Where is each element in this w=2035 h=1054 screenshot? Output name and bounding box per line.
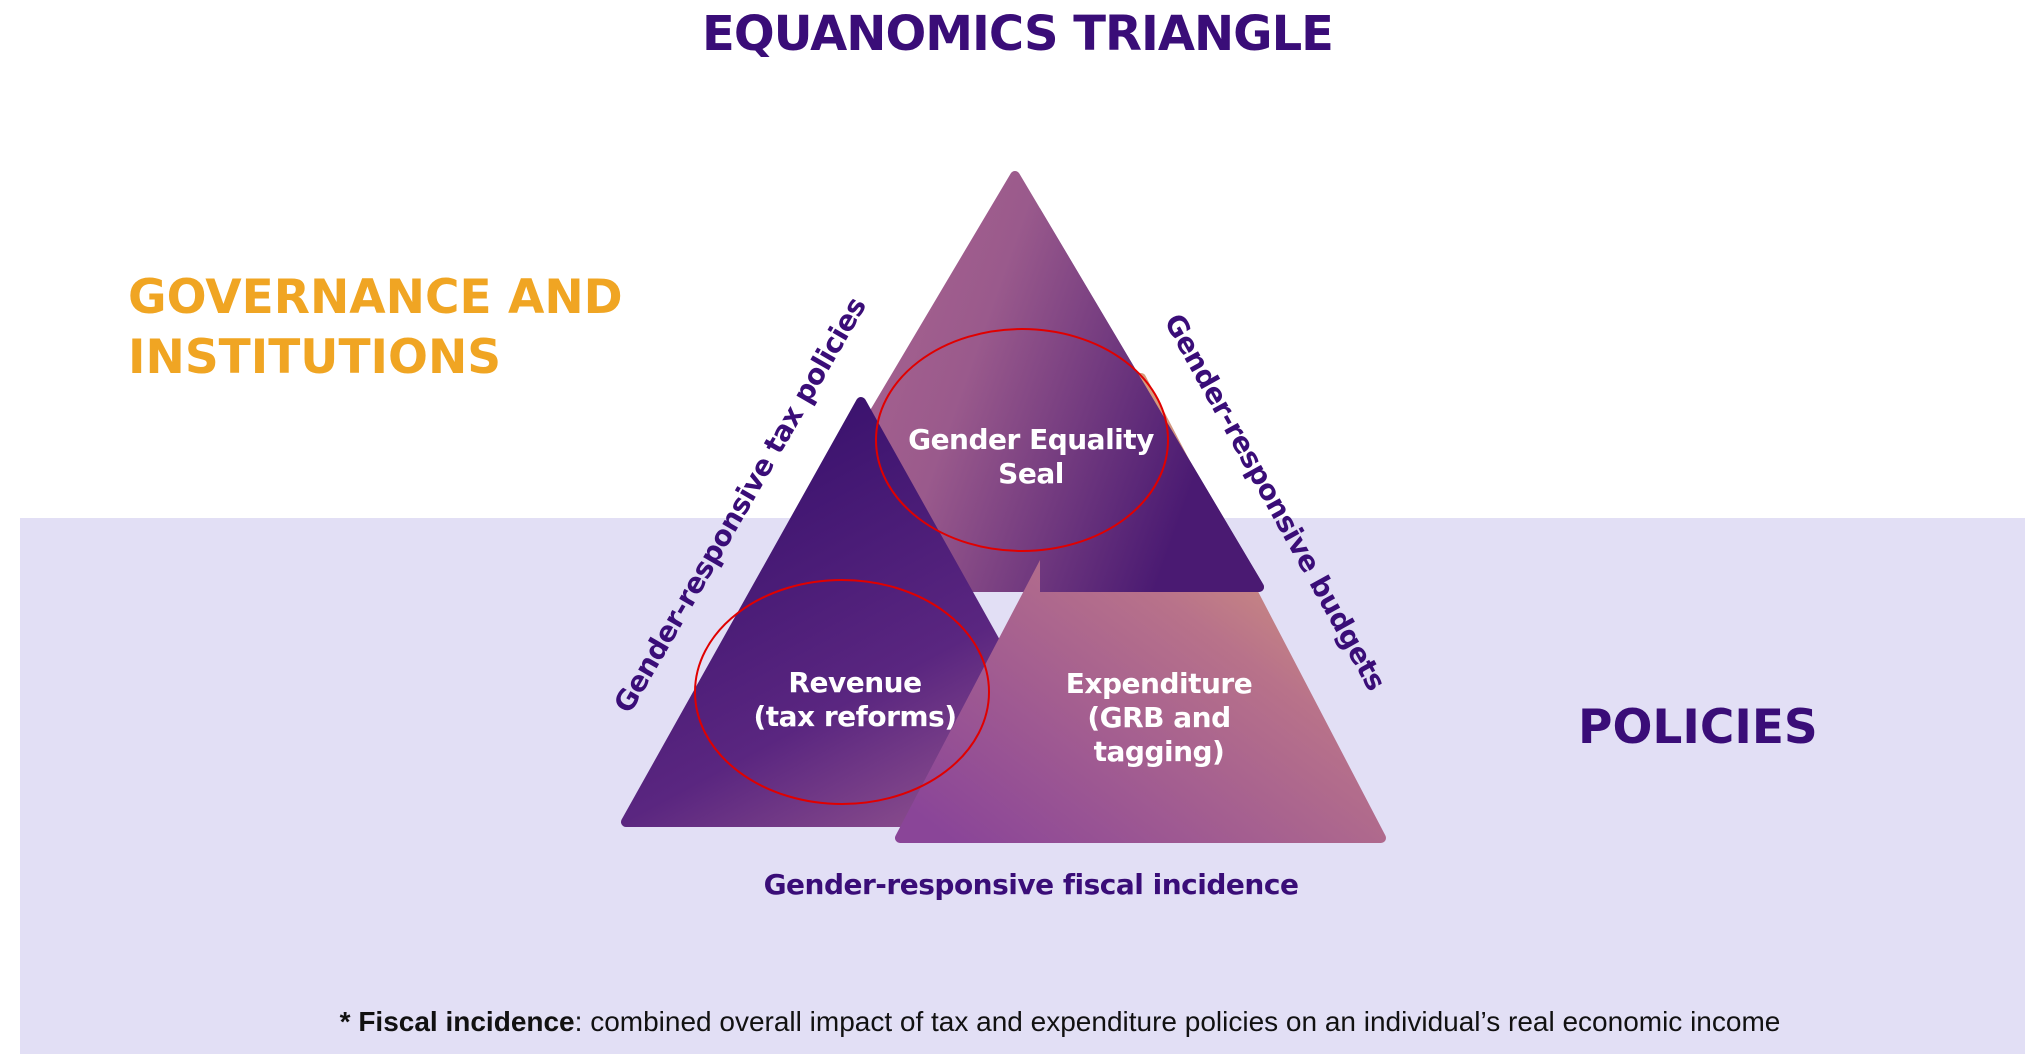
governance-line-1: GOVERNANCE AND [128, 270, 623, 325]
revenue-label: Revenue (tax reforms) [753, 666, 957, 734]
governance-line-2: INSTITUTIONS [128, 330, 502, 385]
revenue-label-line-2: (tax reforms) [753, 700, 957, 733]
top-triangle-overlap [1040, 208, 1264, 592]
seal-label: Gender Equality Seal [908, 423, 1154, 491]
expenditure-label: Expenditure (GRB and tagging) [1065, 667, 1253, 769]
footnote-text: : combined overall impact of tax and exp… [574, 1006, 1781, 1037]
highlight-circle-revenue [694, 579, 990, 805]
expenditure-label-line-3: tagging) [1093, 735, 1225, 768]
footnote-term: * Fiscal incidence [339, 1006, 575, 1037]
seal-label-line-1: Gender Equality [908, 423, 1154, 456]
revenue-label-line-1: Revenue [788, 666, 922, 699]
policies-heading: POLICIES [1578, 700, 1818, 755]
expenditure-label-line-1: Expenditure [1065, 667, 1253, 700]
page-title: EQUANOMICS TRIANGLE [702, 6, 1334, 62]
edge-label-fiscal-incidence: Gender-responsive fiscal incidence [763, 868, 1299, 901]
governance-heading: GOVERNANCE AND INSTITUTIONS [128, 268, 623, 388]
highlight-circle-seal [875, 328, 1169, 552]
expenditure-label-line-2: (GRB and [1087, 701, 1231, 734]
right-triangle [895, 373, 1386, 843]
seal-label-line-2: Seal [998, 457, 1064, 490]
footnote: * Fiscal incidence: combined overall imp… [0, 1006, 2035, 1038]
